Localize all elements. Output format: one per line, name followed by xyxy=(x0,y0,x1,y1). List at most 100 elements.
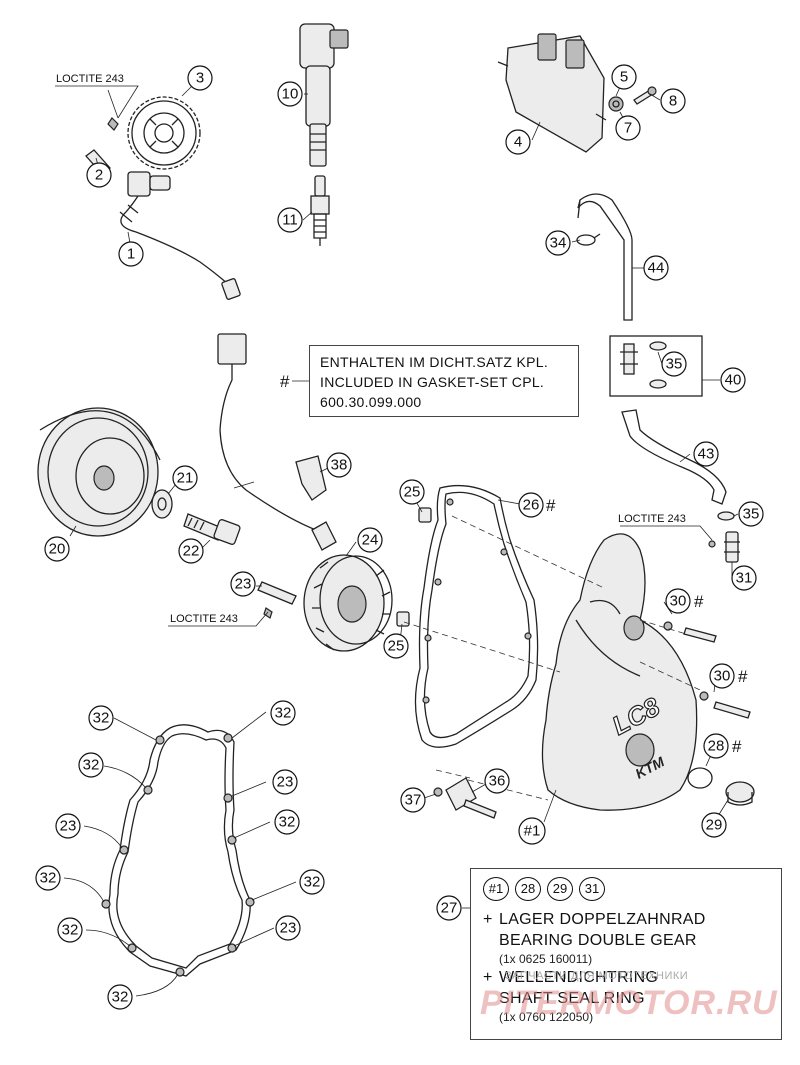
svg-text:44: 44 xyxy=(648,260,665,277)
breather-valve-part xyxy=(620,341,667,389)
callout-44: 44 xyxy=(643,255,669,281)
callout-23-b: 23 xyxy=(55,813,81,839)
flywheel-part xyxy=(37,407,161,537)
svg-text:37: 37 xyxy=(405,792,422,809)
svg-text:28: 28 xyxy=(708,738,725,755)
callout-5: 5 xyxy=(611,64,637,90)
spark-plug-part xyxy=(310,175,330,246)
callout-32-e: 32 xyxy=(35,865,61,891)
callout-29: 29 xyxy=(701,812,727,838)
kit-item2-en: SHAFT SEAL RING xyxy=(499,990,645,1007)
callout-ref1: #1 xyxy=(518,817,546,845)
svg-text:25: 25 xyxy=(388,638,405,655)
callout-32-f: 32 xyxy=(299,869,325,895)
kit-refs: #1 28 29 31 xyxy=(483,877,769,901)
gasket-note-line1: ENTHALTEN IM DICHT.SATZ KPL. xyxy=(320,354,549,370)
flywheel-bolt-part xyxy=(183,513,241,545)
kit-ref-3: 29 xyxy=(547,877,573,901)
callout-32-a: 32 xyxy=(88,705,114,731)
callout-32-b: 32 xyxy=(270,700,296,726)
loctite-label-top: LOCTITE 243 xyxy=(56,73,124,85)
stator-cable-part xyxy=(217,333,317,531)
watermark-small: ЗАПЧАСТИ ДЛЯ МОТОТЕХНИКИ xyxy=(505,970,689,982)
loctite-label-stator: LOCTITE 243 xyxy=(170,613,238,625)
callout-7: 7 xyxy=(615,115,641,141)
svg-text:25: 25 xyxy=(404,484,421,501)
svg-text:2: 2 xyxy=(95,167,103,184)
ignition-coil-part xyxy=(299,23,349,167)
control-unit-part xyxy=(497,33,607,153)
svg-text:11: 11 xyxy=(282,212,298,229)
callout-1: 1 xyxy=(118,241,144,267)
svg-text:40: 40 xyxy=(725,372,742,389)
svg-text:35: 35 xyxy=(666,356,683,373)
kit-item1-pn: (1x 0625 160011) xyxy=(499,952,593,966)
callout-20: 20 xyxy=(44,536,70,562)
callout-21: 21 xyxy=(172,465,198,491)
callout-37: 37 xyxy=(400,787,426,813)
svg-text:1: 1 xyxy=(127,246,135,263)
callout-34: 34 xyxy=(545,230,571,256)
callout-3: 3 xyxy=(187,65,213,91)
svg-text:21: 21 xyxy=(177,470,194,487)
svg-text:32: 32 xyxy=(83,757,100,774)
svg-text:36: 36 xyxy=(489,773,506,790)
leader-lines xyxy=(55,77,739,997)
callout-4: 4 xyxy=(505,129,531,155)
svg-text:3: 3 xyxy=(196,70,204,87)
svg-text:32: 32 xyxy=(62,922,79,939)
callout-30-lower: 30 xyxy=(709,663,735,689)
callout-26: 26 xyxy=(518,492,544,518)
callout-35-upper: 35 xyxy=(661,351,687,377)
svg-text:20: 20 xyxy=(49,541,66,558)
svg-text:32: 32 xyxy=(275,705,292,722)
kit-item1-en: BEARING DOUBLE GEAR xyxy=(499,932,697,949)
callout-11: 11 xyxy=(277,207,303,233)
gasket-note-line2: INCLUDED IN GASKET-SET CPL. xyxy=(320,374,545,390)
callout-23-a: 23 xyxy=(272,769,298,795)
ignition-cover-part: LC8 KTM xyxy=(541,533,698,811)
callout-36: 36 xyxy=(484,768,510,794)
svg-text:38: 38 xyxy=(331,457,348,474)
kit-27-note: #1 28 29 31 +LAGER DOPPELZAHNRAD BEARING… xyxy=(470,868,782,1040)
callout-32-c: 32 xyxy=(78,752,104,778)
callout-32-h: 32 xyxy=(107,984,133,1010)
callout-27: 27 xyxy=(436,895,462,921)
callout-24: 24 xyxy=(357,527,383,553)
kit-item2-de: +WELLENDICHTRING xyxy=(483,969,659,986)
svg-text:22: 22 xyxy=(183,543,200,560)
sprocket-part xyxy=(127,96,201,170)
kit-ref-2: 28 xyxy=(515,877,541,901)
fitting-parts-31-35 xyxy=(708,511,740,563)
callout-23-c: 23 xyxy=(275,915,301,941)
svg-text:23: 23 xyxy=(60,818,77,835)
callout-25-upper: 25 xyxy=(399,479,425,505)
svg-text:32: 32 xyxy=(112,989,129,1006)
callout-32-g: 32 xyxy=(57,917,83,943)
assembly-lines xyxy=(403,515,701,801)
washer-part xyxy=(151,489,173,519)
svg-text:23: 23 xyxy=(280,920,297,937)
svg-text:35: 35 xyxy=(743,506,760,523)
svg-text:43: 43 xyxy=(698,446,715,463)
pickup-sensor-part xyxy=(119,171,241,300)
svg-text:24: 24 xyxy=(362,532,379,549)
gasket-note-line3: 600.30.099.000 xyxy=(320,394,422,410)
cover-gasket-part xyxy=(414,484,539,748)
svg-text:32: 32 xyxy=(40,870,57,887)
svg-text:29: 29 xyxy=(706,817,723,834)
hose-clamp-part xyxy=(576,233,601,246)
small-fasteners-5-7-8 xyxy=(608,86,657,112)
svg-text:27: 27 xyxy=(441,900,458,917)
svg-text:30: 30 xyxy=(714,668,731,685)
svg-text:23: 23 xyxy=(235,576,252,593)
callout-2: 2 xyxy=(86,162,112,188)
loctite-label-cover: LOCTITE 243 xyxy=(618,513,686,525)
callout-35-lower: 35 xyxy=(738,501,764,527)
hash-28: # xyxy=(732,737,742,756)
callout-43: 43 xyxy=(693,441,719,467)
svg-text:30: 30 xyxy=(670,593,687,610)
svg-text:32: 32 xyxy=(93,710,110,727)
svg-text:34: 34 xyxy=(550,235,567,252)
svg-text:32: 32 xyxy=(279,814,296,831)
